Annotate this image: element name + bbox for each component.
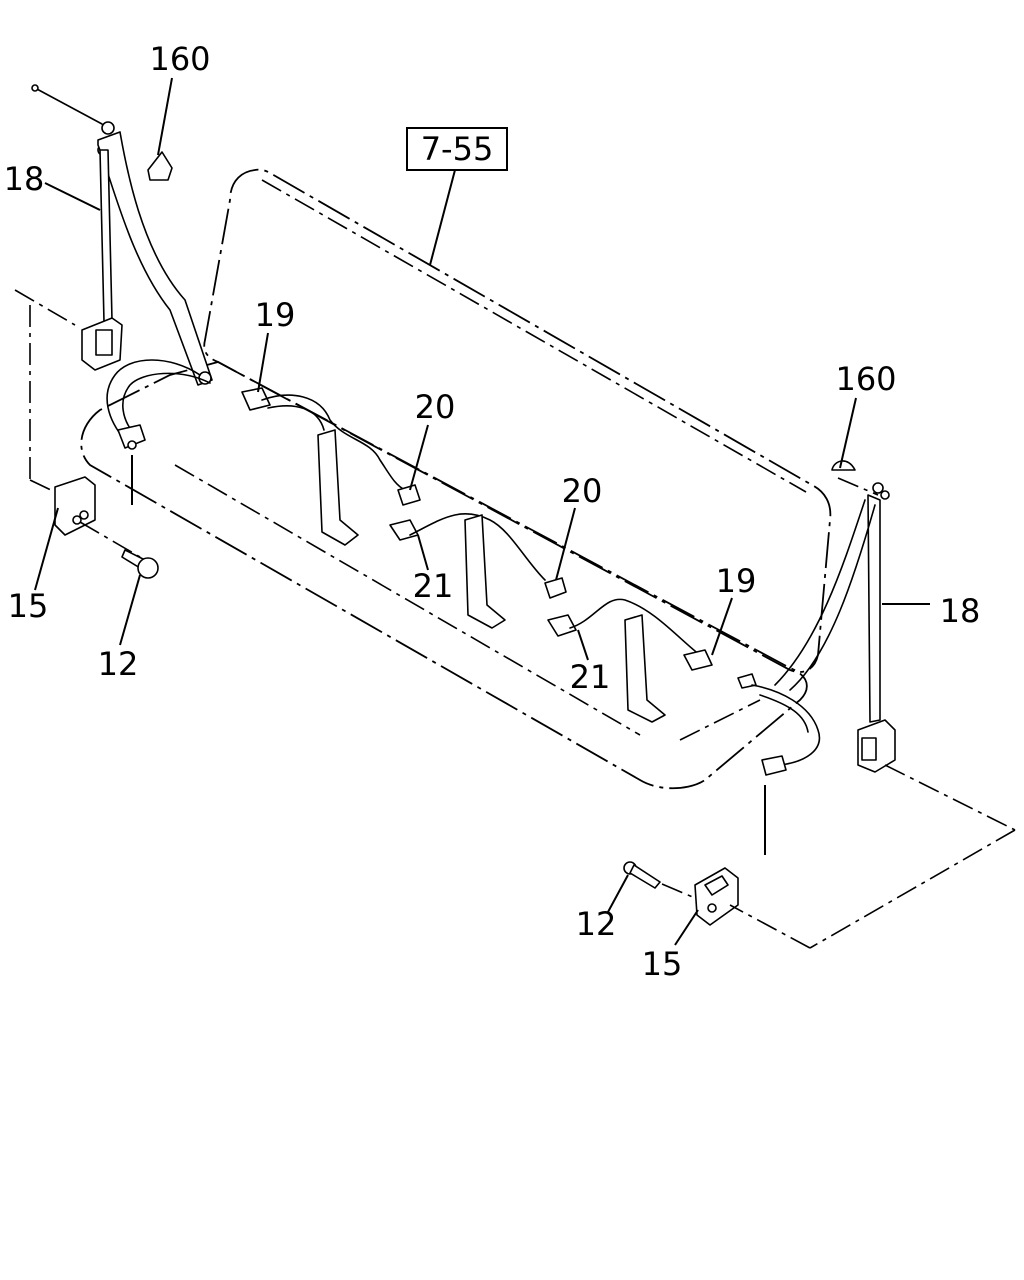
callout-15-right: 15 xyxy=(642,945,683,983)
seat-cushion-outline xyxy=(80,361,808,790)
callout-21-right: 21 xyxy=(570,658,611,696)
right-retractor xyxy=(774,460,896,773)
callout-20-right: 20 xyxy=(562,472,603,510)
callout-20-mid: 20 xyxy=(415,388,456,426)
left-lap-belt xyxy=(106,359,211,505)
callout-18-right: 18 xyxy=(940,592,981,630)
reference-label: 7-55 xyxy=(421,130,494,168)
seat-back-outline xyxy=(203,168,832,673)
left-anchor xyxy=(54,476,159,579)
callout-18-left: 18 xyxy=(4,160,45,198)
callout-12-left: 12 xyxy=(98,645,139,683)
callout-160-right: 160 xyxy=(835,360,896,398)
callout-15-left: 15 xyxy=(8,587,49,625)
callout-leaders xyxy=(34,77,930,946)
callout-160-left: 160 xyxy=(149,40,210,78)
right-lap-belt xyxy=(737,673,821,855)
center-buckle-mid xyxy=(389,512,567,629)
reference-box: 7-55 xyxy=(406,127,508,266)
callout-21-mid: 21 xyxy=(413,567,454,605)
center-buckle-right xyxy=(547,598,713,723)
callout-19-left: 19 xyxy=(255,296,296,334)
left-cover-160 xyxy=(147,151,173,181)
right-anchor xyxy=(623,861,739,926)
right-cover-160 xyxy=(831,460,856,471)
left-retractor xyxy=(31,84,213,386)
center-buckle-left xyxy=(241,387,421,546)
callout-19-right: 19 xyxy=(716,562,757,600)
callout-12-right: 12 xyxy=(576,905,617,943)
